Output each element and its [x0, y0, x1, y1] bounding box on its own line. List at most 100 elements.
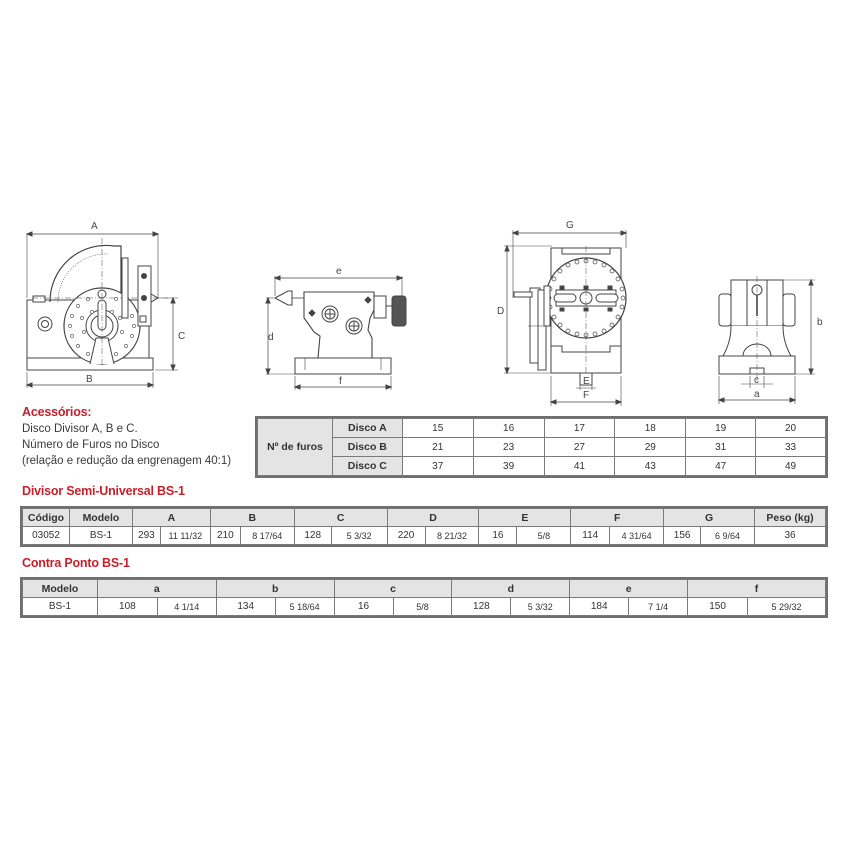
divisor-side-view-drawing: A C B: [18, 218, 193, 393]
table-row: Nº de furos Disco A 15 16 17 18 19 20: [257, 418, 826, 476]
cell-a-in: 4 1/14: [156, 597, 217, 616]
holes-value: 49: [755, 456, 826, 476]
dim-label-a: a: [754, 389, 760, 400]
header-a: a: [96, 579, 217, 598]
holes-value: 37: [401, 456, 474, 476]
header-modelo: Modelo: [22, 579, 98, 598]
accessories-list: Disco Divisor A, B e C. Número de Furos …: [22, 421, 231, 469]
header-A: A: [131, 508, 211, 527]
header-c: c: [333, 579, 453, 598]
holes-value: 43: [614, 456, 687, 476]
accessories-line: Disco Divisor A, B e C.: [22, 423, 138, 435]
dim-label-b: b: [817, 317, 823, 328]
table-row: BS-1 108 4 1/14 134 5 18/64 16 5/8 128 5…: [22, 597, 826, 616]
holes-value: 15: [401, 418, 474, 438]
header-G: G: [663, 508, 755, 527]
dim-label-F: F: [583, 390, 589, 401]
table-row: 03052 BS-1 293 11 11/32 210 8 17/64 128 …: [22, 526, 826, 545]
holes-value: 39: [472, 456, 545, 476]
header-B: B: [209, 508, 295, 527]
dim-label-d: d: [268, 332, 274, 343]
cell-E-mm: 16: [478, 526, 518, 545]
cell-B-in: 8 17/64: [239, 526, 295, 545]
cell-modelo: BS-1: [22, 597, 98, 616]
table-header-row: Código Modelo A B C D E F G Peso (kg): [22, 508, 826, 527]
holes-value: 20: [755, 418, 826, 438]
cell-codigo: 03052: [22, 526, 70, 545]
holes-value: 29: [614, 437, 687, 457]
cell-E-in: 5/8: [516, 526, 572, 545]
accessories-line: (relação e redução da engrenagem 40:1): [22, 455, 232, 467]
cell-b-in: 5 18/64: [274, 597, 335, 616]
cell-c-in: 5/8: [392, 597, 453, 616]
holes-value: 23: [472, 437, 545, 457]
cell-a-mm: 108: [96, 597, 158, 616]
header-peso: Peso (kg): [754, 508, 826, 527]
cell-G-in: 6 9/64: [700, 526, 755, 545]
tailstock-section-title: Contra Ponto BS-1: [22, 556, 130, 570]
holes-value: 33: [755, 437, 826, 457]
cell-peso: 36: [754, 526, 826, 545]
dim-label-B: B: [86, 374, 93, 385]
cell-e-in: 7 1/4: [628, 597, 689, 616]
dim-label-E: E: [583, 376, 590, 387]
cell-D-mm: 220: [386, 526, 426, 545]
header-D: D: [386, 508, 480, 527]
cell-f-mm: 150: [687, 597, 749, 616]
holes-per-disc-table: Nº de furos Disco A 15 16 17 18 19 20 Di…: [255, 416, 828, 478]
holes-value: 16: [472, 418, 545, 438]
holes-value: 27: [543, 437, 616, 457]
holes-value: 41: [543, 456, 616, 476]
dim-label-c: c: [754, 375, 759, 386]
table-row: Disco B 21 23 27 29 31 33: [258, 437, 826, 457]
disc-label: Disco B: [331, 437, 403, 457]
header-e: e: [569, 579, 689, 598]
divisor-section-title: Divisor Semi-Universal BS-1: [22, 484, 185, 498]
holes-value: 19: [685, 418, 757, 438]
cell-B-mm: 210: [209, 526, 241, 545]
cell-modelo: BS-1: [68, 526, 133, 545]
cell-e-mm: 184: [569, 597, 630, 616]
divisor-specs-table: Código Modelo A B C D E F G Peso (kg) 03…: [20, 506, 828, 547]
holes-value: 47: [685, 456, 757, 476]
cell-F-in: 4 31/64: [609, 526, 665, 545]
dim-label-D: D: [497, 306, 504, 317]
header-b: b: [215, 579, 335, 598]
cell-A-in: 11 11/32: [159, 526, 211, 545]
header-E: E: [478, 508, 572, 527]
header-modelo: Modelo: [68, 508, 133, 527]
tailstock-front-view-drawing: b c a: [697, 272, 837, 407]
holes-value: 17: [543, 418, 616, 438]
cell-A-mm: 293: [131, 526, 161, 545]
dim-label-f: f: [339, 376, 342, 387]
table-row: Disco C 37 39 41 43 47 49: [258, 456, 826, 476]
header-F: F: [570, 508, 665, 527]
cell-F-mm: 114: [570, 526, 611, 545]
header-C: C: [293, 508, 388, 527]
dim-label-G: G: [566, 220, 574, 231]
disc-label: Disco C: [331, 456, 403, 476]
header-codigo: Código: [22, 508, 70, 527]
cell-b-mm: 134: [215, 597, 276, 616]
cell-f-in: 5 29/32: [747, 597, 826, 616]
disc-label: Disco A: [331, 418, 403, 438]
tailstock-specs-table: Modelo a b c d e f BS-1 108 4 1/14 134 5…: [20, 577, 828, 618]
dim-label-e: e: [336, 266, 342, 277]
holes-value: 18: [614, 418, 687, 438]
tailstock-side-view-drawing: e d f: [252, 258, 422, 393]
table-header-row: Modelo a b c d e f: [22, 579, 826, 598]
cell-G-mm: 156: [663, 526, 702, 545]
cell-C-in: 5 3/32: [330, 526, 388, 545]
cell-C-mm: 128: [293, 526, 332, 545]
accessories-line: Número de Furos no Disco: [22, 439, 160, 451]
header-d: d: [451, 579, 571, 598]
accessories-title: Acessórios:: [22, 405, 92, 419]
holes-value: 21: [401, 437, 474, 457]
row-header-holes: Nº de furos: [257, 418, 333, 476]
cell-d-in: 5 3/32: [510, 597, 571, 616]
dim-label-A: A: [91, 221, 98, 232]
header-f: f: [687, 579, 826, 598]
divisor-front-view-drawing: G D E F: [492, 218, 662, 408]
holes-value: 31: [685, 437, 757, 457]
cell-c-mm: 16: [333, 597, 394, 616]
